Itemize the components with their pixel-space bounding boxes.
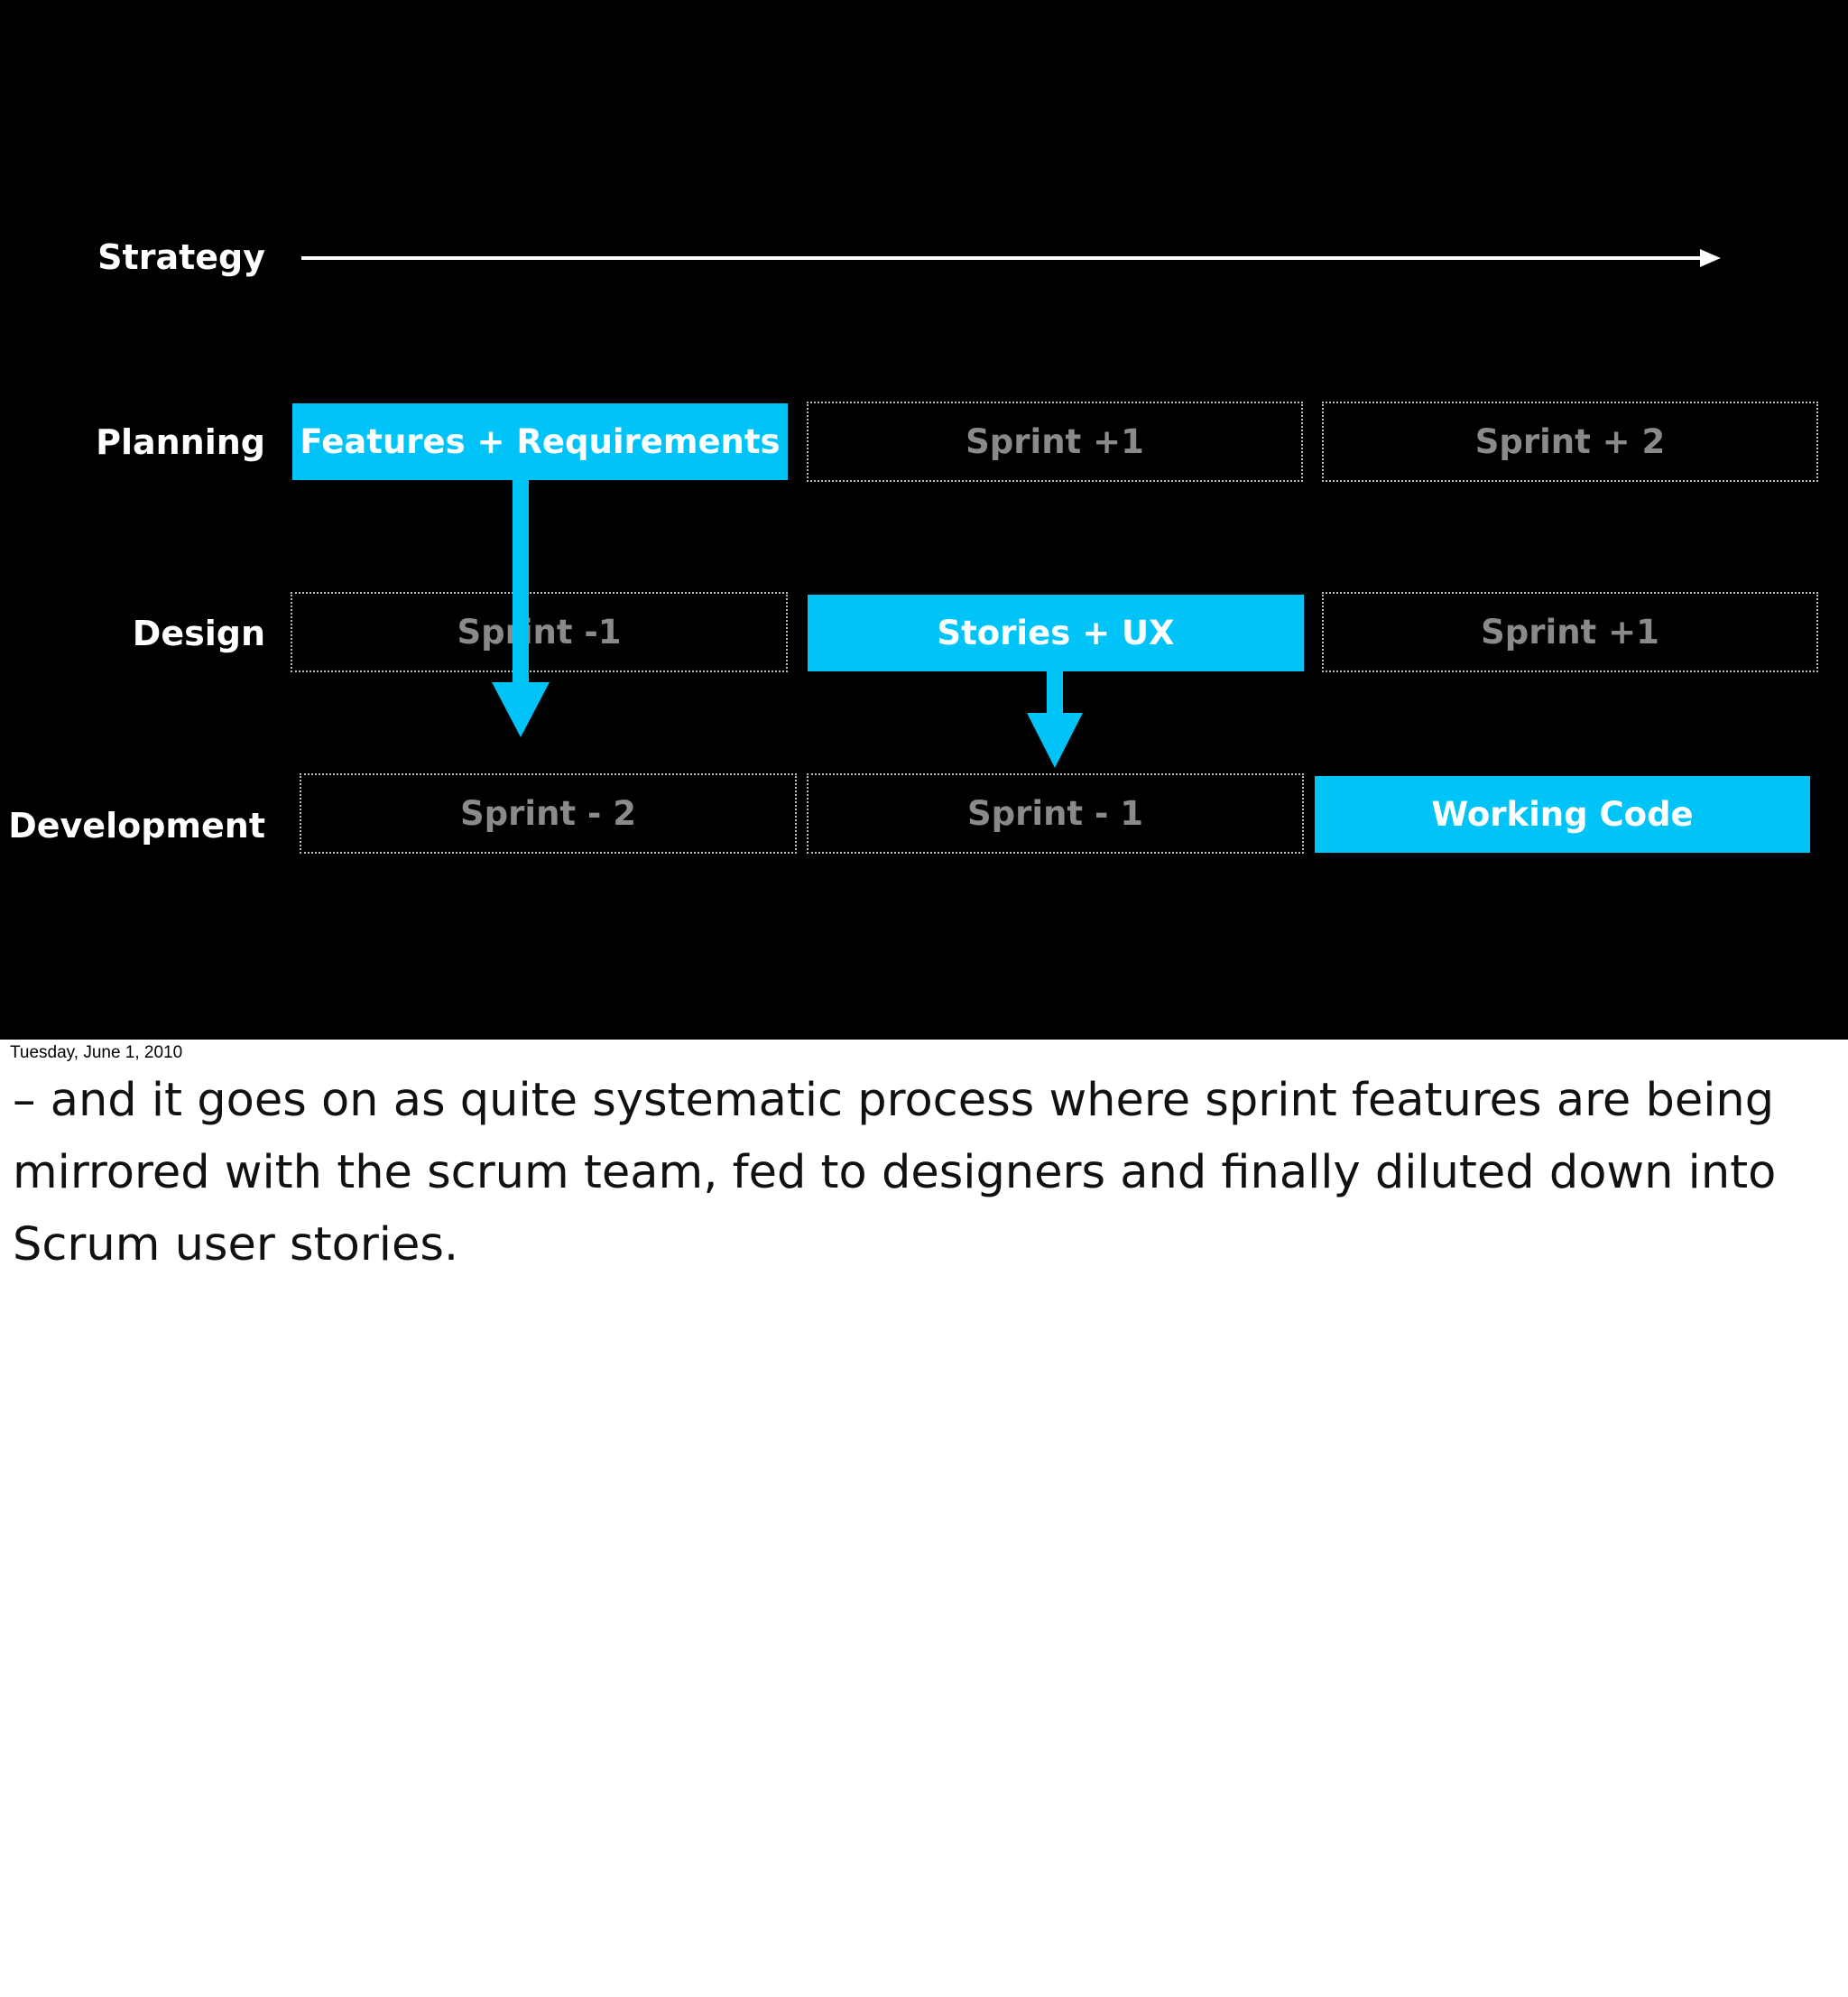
- design-to-development-arrow: [1027, 670, 1083, 768]
- row-label-development: Development: [8, 806, 265, 846]
- development-cell-working-code: Working Code: [1315, 776, 1810, 853]
- planning-cell-sprint-plus-1: Sprint +1: [807, 402, 1303, 482]
- design-cell-sprint-plus-1: Sprint +1: [1322, 592, 1818, 672]
- row-label-design: Design: [132, 614, 265, 653]
- slide-date: Tuesday, June 1, 2010: [10, 1043, 183, 1062]
- row-label-planning: Planning: [96, 422, 265, 462]
- slide: Strategy Planning Design Development Fea…: [0, 0, 1848, 1040]
- planning-cell-sprint-plus-2: Sprint + 2: [1322, 402, 1818, 482]
- diagram-arrows: [301, 249, 1721, 768]
- design-cell-stories-ux: Stories + UX: [808, 595, 1304, 671]
- planning-cell-features-requirements: Features + Requirements: [292, 403, 788, 480]
- row-label-strategy: Strategy: [97, 237, 265, 277]
- development-cell-sprint-minus-1: Sprint - 1: [807, 773, 1304, 854]
- design-cell-sprint-minus-1: Sprint -1: [291, 592, 788, 672]
- strategy-timeline-arrow: [301, 249, 1721, 267]
- speaker-notes: – and it goes on as quite systematic pro…: [13, 1074, 1777, 1271]
- development-cell-sprint-minus-2: Sprint - 2: [300, 773, 797, 854]
